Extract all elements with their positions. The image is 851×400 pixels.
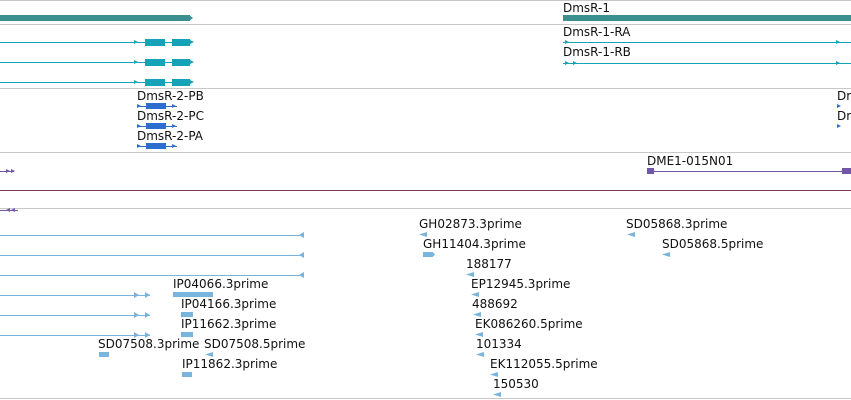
est-feature[interactable] <box>0 315 150 316</box>
est-feature[interactable] <box>182 372 192 377</box>
strand-arrow-icon <box>190 60 194 64</box>
strand-arrow-icon <box>836 61 840 65</box>
est-feature[interactable] <box>0 335 150 336</box>
est-label: 188177 <box>466 257 512 271</box>
est-feature[interactable] <box>0 255 304 256</box>
strand-arrow-icon <box>565 40 569 44</box>
est-label: IP04166.3prime <box>181 297 277 311</box>
track-divider <box>0 208 851 209</box>
strand-arrow-icon <box>145 332 150 338</box>
est-label: 101334 <box>476 337 522 351</box>
transcript-label: DmsR-1-RA <box>563 25 631 39</box>
est-feature[interactable] <box>419 232 427 237</box>
est-label: SD07508.5prime <box>204 337 306 351</box>
cds-label: DmsR-2-PC <box>137 109 204 123</box>
est-feature[interactable] <box>475 332 483 337</box>
est-feature[interactable] <box>99 352 109 357</box>
gene-label: DmsR-1 <box>563 1 610 15</box>
strand-arrow-icon <box>299 252 304 258</box>
strand-arrow-icon <box>190 80 194 84</box>
track-divider <box>0 398 851 399</box>
strand-arrow-icon <box>299 272 304 278</box>
est-label: EP12945.3prime <box>471 277 571 291</box>
strand-arrow-icon <box>837 104 841 108</box>
gene-feature[interactable] <box>563 15 851 21</box>
est-feature[interactable] <box>476 352 484 357</box>
est-label: EK086260.5prime <box>475 317 583 331</box>
est-feature[interactable] <box>205 352 213 357</box>
est-feature[interactable] <box>0 275 304 276</box>
strand-arrow-icon <box>299 232 304 238</box>
strand-arrow-icon <box>190 40 194 44</box>
est-feature[interactable] <box>466 272 474 277</box>
est-label: SD05868.3prime <box>626 217 728 231</box>
strand-arrow-icon <box>137 124 141 128</box>
strand-arrow-icon <box>11 169 15 173</box>
strand-arrow-icon <box>137 104 141 108</box>
strand-arrow-icon <box>134 40 138 44</box>
strand-arrow-icon <box>134 332 139 338</box>
est-feature[interactable] <box>662 252 670 257</box>
est-label: IP04066.3prime <box>173 277 269 291</box>
est-label: 150530 <box>493 377 539 391</box>
strand-arrow-icon <box>134 292 139 298</box>
strand-arrow-icon <box>573 61 577 65</box>
est-label: IP11862.3prime <box>182 357 278 371</box>
est-feature[interactable] <box>490 372 498 377</box>
est-feature[interactable] <box>423 252 435 257</box>
track-divider <box>0 0 851 1</box>
est-label: GH02873.3prime <box>419 217 522 231</box>
est-label: 488692 <box>472 297 518 311</box>
clone-label: DME1-015N01 <box>647 154 734 168</box>
est-feature[interactable] <box>0 235 304 236</box>
est-feature[interactable] <box>473 312 481 317</box>
est-feature[interactable] <box>181 312 193 317</box>
est-feature[interactable] <box>173 292 213 297</box>
track-divider <box>0 88 851 89</box>
est-label: SD05868.5prime <box>662 237 764 251</box>
est-feature[interactable] <box>0 295 150 296</box>
cds-label-clipped: Dr <box>837 90 851 103</box>
strand-arrow-icon <box>134 80 138 84</box>
cds-label-clipped: Dr <box>837 110 851 123</box>
strand-arrow-icon <box>145 292 150 298</box>
strand-arrow-icon <box>172 104 176 108</box>
strand-arrow-icon <box>837 124 841 128</box>
cds-label: DmsR-2-PA <box>137 129 204 143</box>
strand-arrow-icon <box>836 40 840 44</box>
track-divider <box>0 24 851 25</box>
strand-arrow-icon <box>137 144 141 148</box>
est-feature[interactable] <box>627 232 635 237</box>
strand-arrow-icon <box>145 312 150 318</box>
transcript-label: DmsR-1-RB <box>563 45 631 59</box>
strand-arrow-icon <box>189 15 193 21</box>
track-divider <box>0 152 851 153</box>
scaffold-line <box>0 190 851 191</box>
gene-feature[interactable] <box>0 15 190 21</box>
est-feature[interactable] <box>493 392 501 397</box>
est-label: EK112055.5prime <box>490 357 598 371</box>
est-feature[interactable] <box>181 332 193 337</box>
cds-label: DmsR-2-PB <box>137 89 204 103</box>
strand-arrow-icon <box>134 312 139 318</box>
strand-arrow-icon <box>134 60 138 64</box>
strand-arrow-icon <box>6 169 10 173</box>
est-label: GH11404.3prime <box>423 237 526 251</box>
strand-arrow-icon <box>565 61 569 65</box>
strand-arrow-icon <box>172 144 176 148</box>
est-label: SD07508.3prime <box>98 337 200 351</box>
est-feature[interactable] <box>471 292 479 297</box>
strand-arrow-icon <box>172 124 176 128</box>
est-label: IP11662.3prime <box>181 317 277 331</box>
